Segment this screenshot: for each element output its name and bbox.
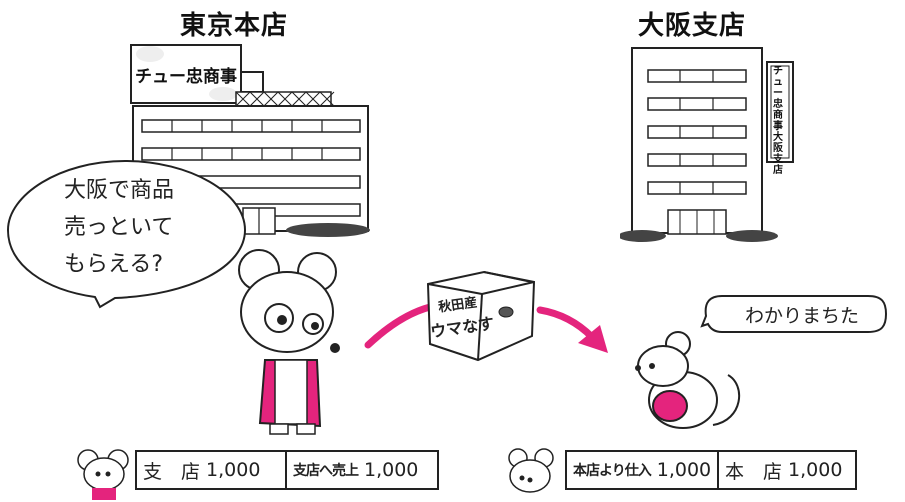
osaka-building-illustration xyxy=(620,47,794,242)
tokyo-journal-entry: 支 店 1,000 支店へ売上 1,000 xyxy=(135,450,439,490)
eggplant-box xyxy=(426,270,536,362)
tokyo-debit-cell: 支 店 1,000 xyxy=(137,452,285,488)
osaka-bubble-text: わかりまちた xyxy=(745,305,860,327)
osaka-sign-text: チュー忠商事大阪支店 xyxy=(773,66,783,176)
osaka-branch-title: 大阪支店 xyxy=(638,11,747,41)
tokyo-sign-text: チュー忠商事 xyxy=(135,66,237,87)
tokyo-speech-bubble xyxy=(6,159,247,309)
tokyo-branch-title: 東京本店 xyxy=(180,11,289,41)
osaka-debit-cell: 本店より仕入 1,000 xyxy=(567,452,717,488)
transfer-arrows xyxy=(364,303,608,353)
tokyo-bubble-line-2: 売っといて xyxy=(64,215,174,240)
tokyo-debit-amount: 1,000 xyxy=(206,459,261,481)
tokyo-credit-cell: 支店へ売上 1,000 xyxy=(285,452,437,488)
osaka-credit-cell: 本 店 1,000 xyxy=(717,452,855,488)
tokyo-credit-account: 支店へ売上 xyxy=(293,463,359,479)
incoming-arrow xyxy=(536,306,596,341)
osaka-credit-amount: 1,000 xyxy=(788,459,843,481)
osaka-mouse-character xyxy=(635,331,741,429)
osaka-debit-amount: 1,000 xyxy=(656,459,712,481)
tokyo-mouse-character xyxy=(238,249,340,435)
arrow-head xyxy=(578,325,608,353)
outgoing-arrow xyxy=(364,303,434,349)
osaka-credit-account: 本 店 xyxy=(725,460,783,483)
osaka-mouse-icon xyxy=(508,448,554,493)
tokyo-bubble-line-1: 大阪で商品 xyxy=(64,178,175,203)
osaka-speech-bubble xyxy=(700,295,888,333)
tokyo-bubble-line-3: もらえる? xyxy=(64,252,164,277)
tokyo-credit-amount: 1,000 xyxy=(364,459,419,481)
tokyo-mouse-icon xyxy=(77,449,129,500)
osaka-journal-entry: 本店より仕入 1,000 本 店 1,000 xyxy=(565,450,857,490)
tokyo-debit-account: 支 店 xyxy=(143,460,201,483)
osaka-debit-account: 本店より仕入 xyxy=(573,463,652,479)
